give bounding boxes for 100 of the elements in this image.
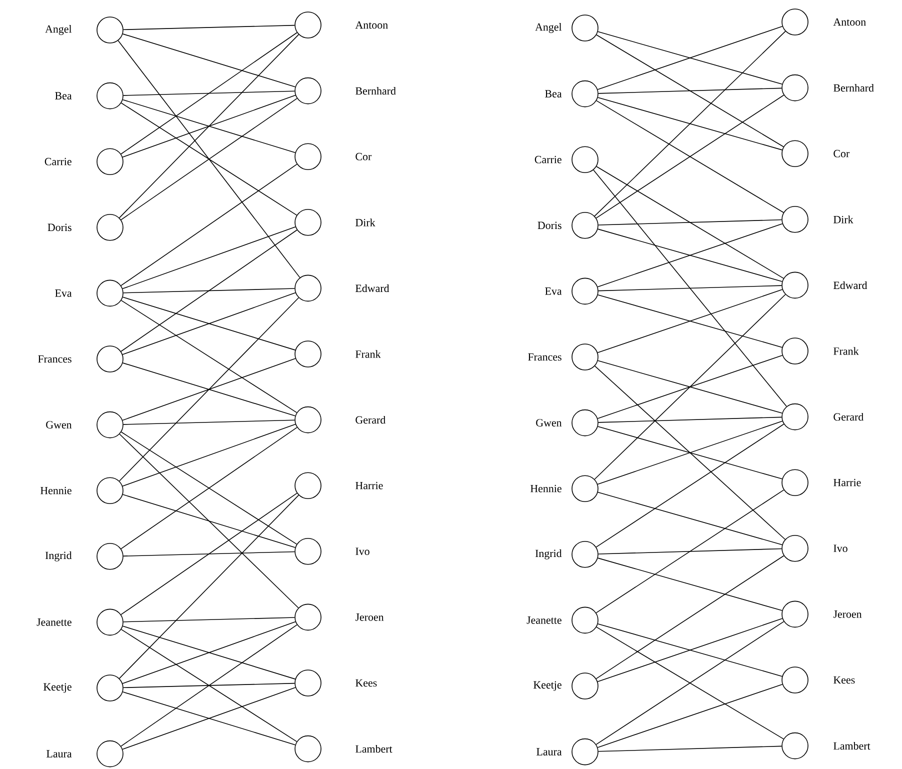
vertex-label: Keetje [534,681,562,691]
vertex-label: Gerard [834,412,864,421]
edge-line [123,288,295,294]
edge-line [596,424,784,548]
vertex-label: Dirk [834,216,854,224]
edge-line [598,294,783,348]
vertex-label: Antoon [355,21,388,29]
vertex-label: Kees [356,679,377,687]
edge-line [597,684,783,748]
edge-line [123,551,295,556]
edge-line [593,170,787,407]
edge-line [596,490,784,614]
edge-line [596,34,784,148]
edge-line [598,426,783,480]
vertex-label: Bernhard [356,86,396,95]
edge-line [594,30,786,216]
edge-line [598,548,782,554]
edge-line [118,40,300,278]
edge-line [118,297,300,482]
edge-line [120,164,298,286]
vertex-label: Jeanette [36,618,72,626]
edge-line [598,746,782,752]
vertex-label: Eva [55,290,72,297]
edge-line [120,492,298,615]
edge-line [120,300,298,413]
vertex-label: Harrie [356,482,383,490]
edge-line [123,90,295,96]
vertex-label: Jeroen [355,614,384,621]
vertex-label: Gwen [536,419,562,426]
vertex-label: Keetje [44,683,72,693]
vertex-label: Doris [48,224,72,232]
vertex-label: Jeanette [526,616,562,624]
edge-line [122,424,296,486]
vertex-label: Edward [356,284,390,292]
edge-line [123,420,295,425]
vertex-label: Laura [536,748,562,756]
edge-line [597,618,783,682]
vertex-label: Ivo [834,544,848,552]
edge-line [594,366,786,540]
vertex-label: Ivo [356,548,370,556]
edge-line [118,494,300,679]
vertex-label: Jeroen [833,610,862,618]
vertex-label: Frances [38,355,72,363]
vertex-label: Carrie [534,156,562,164]
vertex-label: Ingrid [45,551,72,562]
edge-line [597,223,783,288]
edge-line [123,617,295,622]
edge-line [598,228,783,282]
vertex-label: Bea [545,90,562,98]
vertex-label: Frances [528,353,562,361]
edge-line [598,97,783,150]
edge-line [120,230,298,352]
vertex-label: Angel [535,23,562,33]
vertex-label: Doris [538,222,562,230]
vertex-label: Eva [545,288,562,295]
edge-line [598,219,782,226]
edge-line [120,32,298,154]
edge-line [598,623,783,677]
edge-line [598,285,782,292]
vertex-label: Angel [45,25,72,35]
vertex-label: Hennie [530,484,562,492]
edge-line [118,34,300,218]
edge-line [597,354,783,419]
vertex-label: Carrie [44,158,72,166]
edge-line [596,166,784,279]
vertex-label: Gwen [46,421,72,428]
vertex-label: Bea [55,92,72,100]
edge-line [598,31,783,85]
edge-line [597,26,783,90]
edge-line [594,294,786,480]
edge-line [597,420,783,485]
edge-line [122,34,296,88]
edge-line [122,226,296,290]
vertex-label: Cor [834,150,850,158]
vertex-label: Harrie [834,478,861,486]
vertex-label: Dirk [356,218,376,226]
vertex-label: Frank [834,347,859,355]
vertex-label: Ingrid [535,549,562,560]
edge-line [598,558,783,611]
edge-line [596,555,784,680]
vertex-label: Laura [46,750,72,758]
vertex-label: Lambert [834,742,870,750]
edge-line [122,494,296,548]
vertex-label: Bernhard [834,84,874,92]
vertex-label: Antoon [833,18,866,26]
vertex-label: Frank [356,350,381,358]
vertex-label: Cor [356,152,372,160]
vertex-label: Edward [834,281,868,290]
edge-line [598,492,783,546]
edge-line [598,360,783,414]
vertex-label: Hennie [40,486,72,494]
vertex-label: Lambert [356,744,392,753]
edge-line [123,682,295,688]
vertex-label: Kees [834,676,855,684]
vertex-label: Gerard [356,416,386,424]
edge-line [597,289,783,354]
edge-line [123,24,295,30]
edge-line [119,434,299,608]
edge-line [598,88,782,94]
edge-line [598,416,782,423]
